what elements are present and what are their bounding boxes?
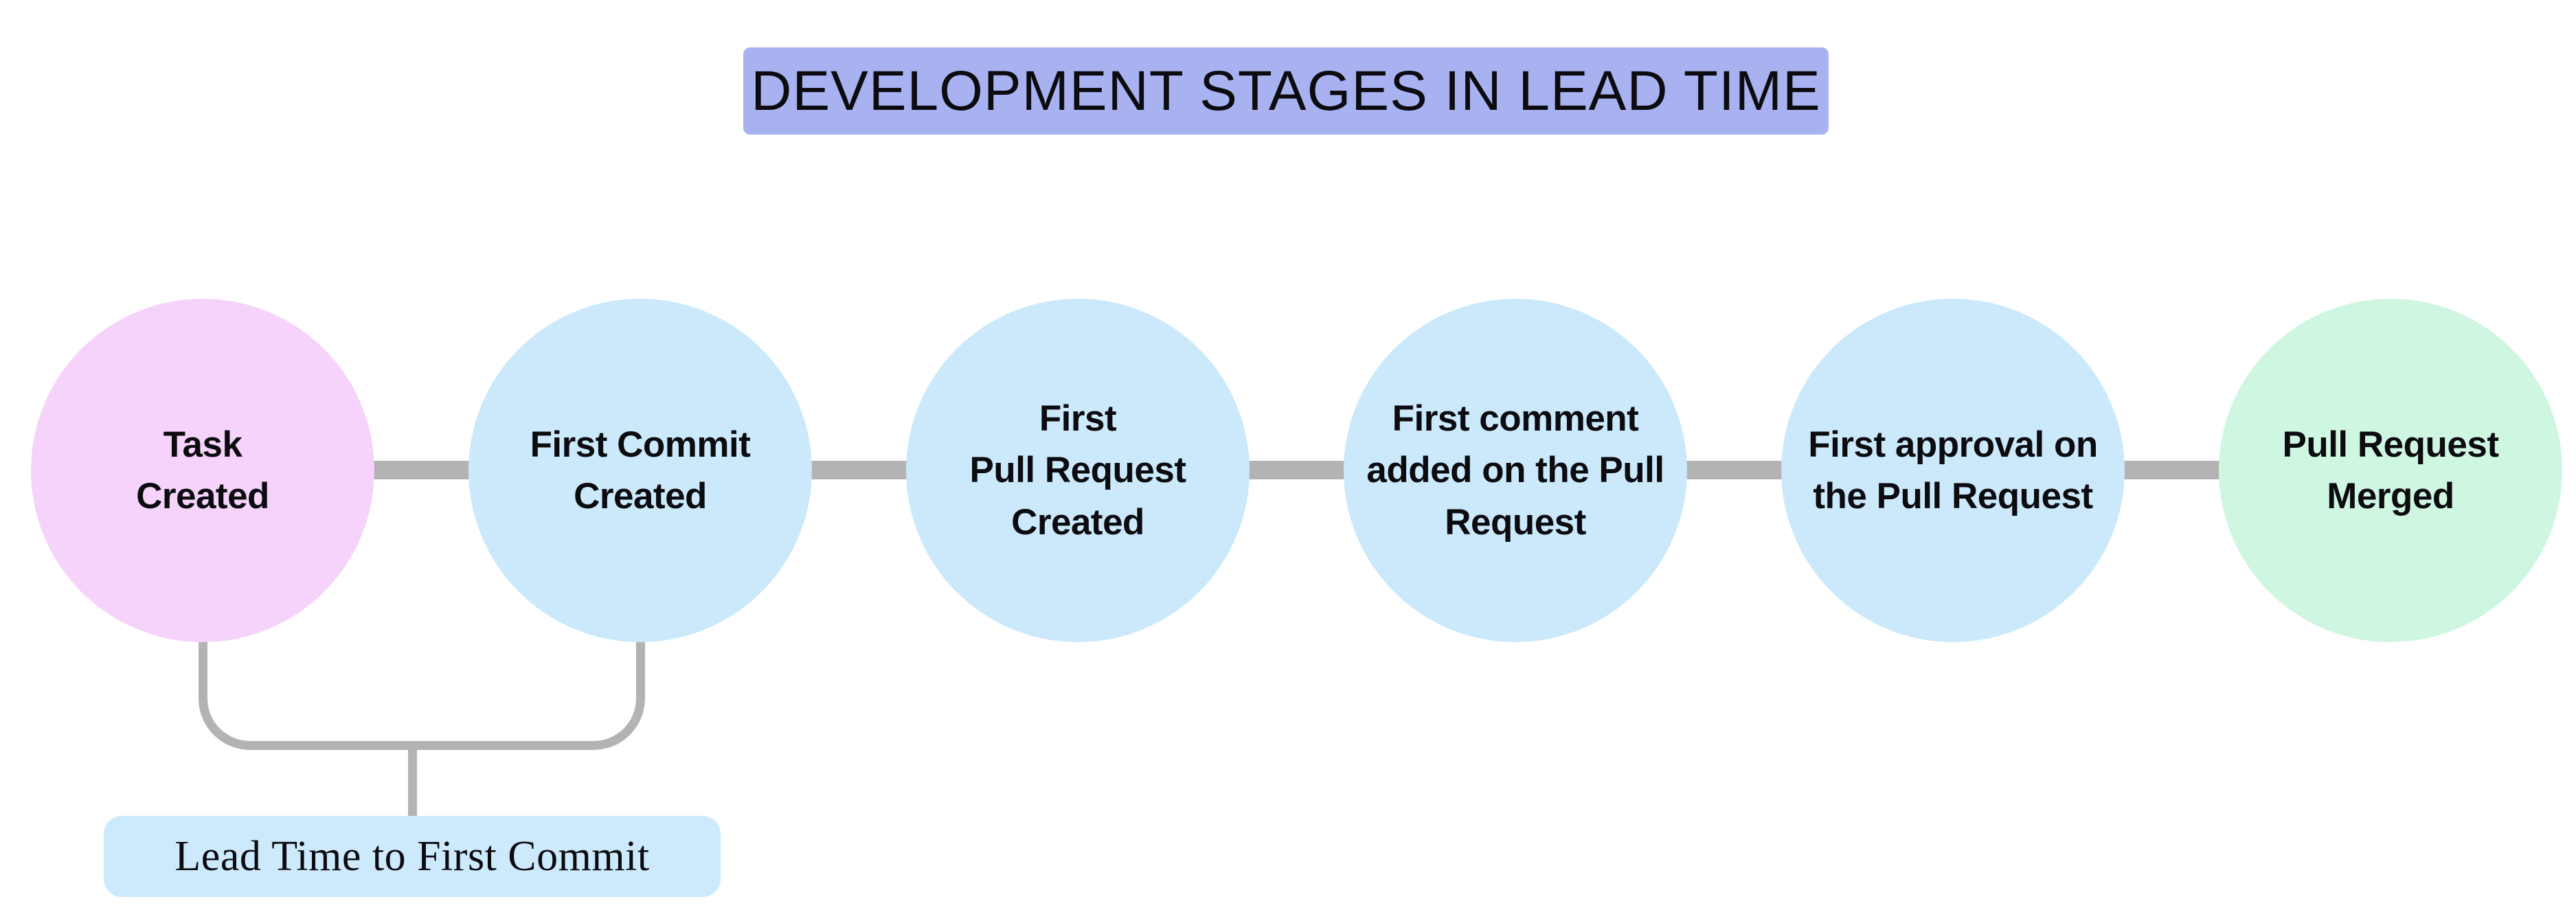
stage-circle-task-created: Task Created	[31, 299, 374, 642]
stage-label-first-commit-created: First Commit Created	[530, 424, 751, 516]
stage-circle-first-pull-request-created: First Pull Request Created	[906, 299, 1250, 642]
diagram-title: DEVELOPMENT STAGES IN LEAD TIME	[743, 47, 1829, 135]
stage-circle-first-comment-added: First comment added on the Pull Request	[1344, 299, 1687, 642]
stage-circle-pull-request-merged: Pull Request Merged	[2219, 299, 2562, 642]
stage-label-first-pull-request-created: First Pull Request Created	[969, 398, 1186, 543]
stage-label-pull-request-merged: Pull Request Merged	[2282, 424, 2499, 516]
stage-label-first-approval: First approval on the Pull Request	[1808, 424, 2098, 516]
lead-time-annotation: Lead Time to First Commit	[104, 816, 721, 897]
stage-circle-first-commit-created: First Commit Created	[468, 299, 812, 642]
stage-circle-first-approval: First approval on the Pull Request	[1781, 299, 2125, 642]
stage-label-task-created: Task Created	[136, 424, 269, 516]
stage-label-first-comment-added: First comment added on the Pull Request	[1366, 398, 1664, 543]
lead-time-bracket-stem	[408, 741, 417, 818]
lead-time-bracket	[199, 632, 645, 750]
